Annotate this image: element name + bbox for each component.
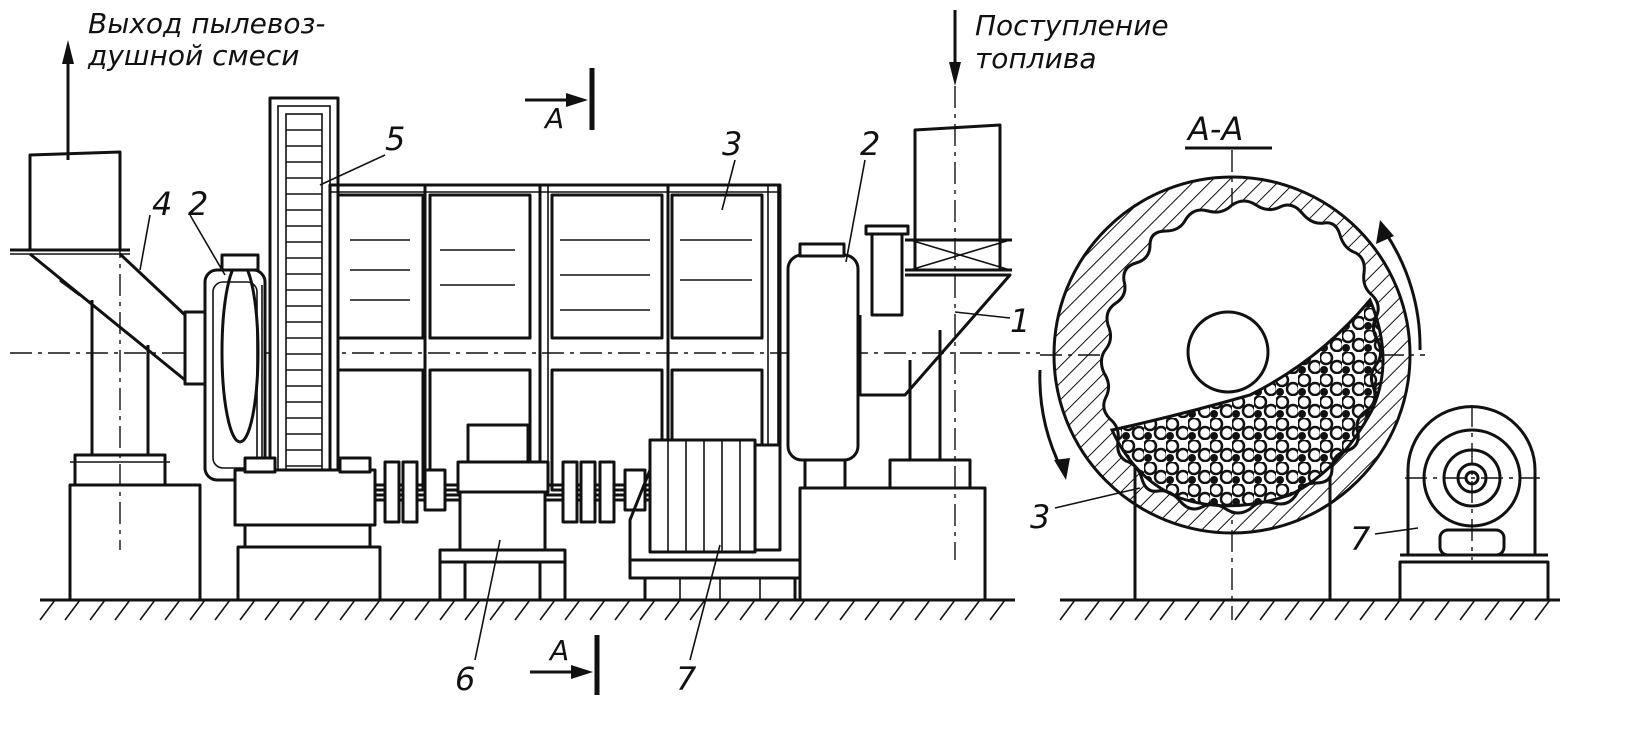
caption-fuel-line1: Поступление — [975, 9, 1169, 42]
callout-1: 1 — [1010, 302, 1030, 340]
callout-7-section: 7 — [1350, 520, 1371, 558]
right-trunnion — [786, 242, 860, 507]
outlet-pipe — [10, 150, 209, 386]
callout-6: 6 — [455, 660, 475, 698]
callout-2-left: 2 — [188, 185, 208, 223]
callout-4: 4 — [152, 185, 172, 223]
caption-fuel-line2: топлива — [975, 42, 1097, 75]
section-marker-bottom-label: А — [548, 634, 569, 667]
callout-3-top: 3 — [722, 125, 742, 163]
pinion-unit — [233, 456, 382, 602]
caption-outlet-line2: душной смеси — [87, 39, 299, 72]
left-support — [68, 300, 202, 602]
fuel-inlet — [858, 123, 1012, 397]
ground-right — [1059, 598, 1560, 621]
callout-leaders — [139, 154, 1419, 661]
right-support — [798, 330, 987, 602]
section-title: А-А — [1186, 110, 1243, 148]
caption-fuel: Поступление топлива — [975, 9, 1169, 75]
section-marker-top-label: А — [543, 102, 564, 135]
caption-outlet: Выход пылевоз- душной смеси — [87, 7, 325, 72]
callout-5: 5 — [385, 120, 405, 158]
callout-3-section: 3 — [1030, 498, 1050, 536]
section-marker-top — [525, 68, 595, 130]
section-motor — [1398, 405, 1550, 602]
girth-gear — [268, 96, 340, 520]
callout-7-bottom: 7 — [676, 660, 697, 698]
section-view — [1040, 150, 1425, 620]
outlet-arrow-icon — [62, 40, 74, 64]
motor — [628, 438, 802, 602]
left-trunnion — [203, 253, 271, 482]
ground-left — [39, 598, 1015, 621]
section-marker-bottom — [530, 635, 600, 695]
reducer — [438, 423, 567, 602]
fuel-arrow-icon — [949, 62, 961, 86]
rotation-arrows — [1038, 220, 1422, 480]
mill-drum — [328, 183, 782, 497]
callout-2-right: 2 — [860, 125, 880, 163]
caption-outlet-line1: Выход пылевоз- — [88, 7, 325, 40]
